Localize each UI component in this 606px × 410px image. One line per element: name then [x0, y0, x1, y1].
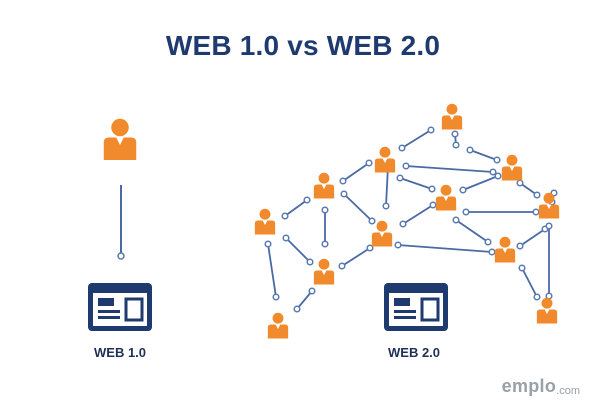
connection-node: [365, 159, 373, 167]
user-icon: [435, 184, 457, 211]
user-icon: [371, 220, 393, 247]
connection-line: [397, 244, 493, 253]
connection-node: [396, 174, 404, 182]
connection-node: [545, 222, 553, 230]
connection-node: [308, 287, 316, 295]
user-icon: [103, 118, 137, 160]
connection-node: [293, 305, 301, 313]
connection-node: [272, 293, 280, 301]
connection-nodes: [117, 126, 558, 313]
connection-node: [321, 240, 329, 248]
brand-suffix: .com: [556, 385, 580, 397]
connection-line: [521, 267, 538, 298]
connection-line: [284, 199, 308, 217]
connection-node: [339, 177, 347, 185]
connection-node: [282, 234, 290, 242]
web2-caption: WEB 2.0: [388, 345, 441, 360]
connection-node: [462, 208, 470, 216]
connection-node: [281, 212, 289, 220]
connection-line: [267, 243, 277, 298]
connection-node: [489, 168, 497, 176]
brand-logo: emplo.com: [502, 376, 580, 397]
connection-node: [484, 238, 492, 246]
brand-main: emplo: [501, 376, 557, 396]
connection-node: [493, 156, 501, 164]
connection-node: [382, 202, 390, 210]
connection-node: [306, 258, 314, 266]
connection-node: [399, 220, 407, 228]
connection-line: [343, 193, 373, 222]
web1-caption: WEB 1.0: [94, 345, 147, 360]
connection-line: [342, 162, 370, 182]
connection-node: [516, 179, 524, 187]
connection-line: [341, 247, 371, 267]
connection-node: [518, 264, 526, 272]
connection-node: [466, 146, 474, 154]
connection-node: [340, 190, 348, 198]
connection-node: [488, 248, 496, 256]
connection-node: [368, 217, 376, 225]
connection-node: [428, 185, 436, 193]
connection-node: [451, 130, 459, 138]
user-icon: [538, 192, 560, 219]
connection-node: [452, 216, 460, 224]
user-icon: [374, 146, 396, 173]
user-icon: [313, 258, 335, 285]
connection-line: [462, 175, 499, 191]
connection-line: [385, 165, 389, 207]
connection-node: [264, 240, 272, 248]
connection-line: [402, 204, 434, 225]
connection-line: [399, 177, 433, 190]
connection-line: [455, 219, 489, 243]
connection-line: [519, 228, 546, 247]
connection-node: [452, 141, 460, 149]
connection-line: [401, 129, 432, 149]
connection-node: [532, 208, 540, 216]
connection-node: [533, 293, 541, 301]
people: [103, 103, 560, 339]
diagram-title: WEB 1.0 vs WEB 2.0: [165, 30, 441, 61]
user-icon: [254, 208, 276, 235]
connection-node: [338, 262, 346, 270]
webpage-icon: [384, 283, 448, 331]
connection-node: [394, 241, 402, 249]
connection-node: [427, 126, 435, 134]
user-icon: [441, 103, 463, 130]
connection-node: [494, 172, 502, 180]
connection-node: [303, 196, 311, 204]
user-icon: [536, 297, 558, 324]
connection-node: [117, 252, 125, 260]
connection-line: [469, 149, 498, 161]
user-icon: [501, 154, 523, 181]
connection-node: [516, 242, 524, 250]
connection-node: [321, 206, 329, 214]
connection-node: [459, 186, 467, 194]
connection-node: [366, 244, 374, 252]
connection-node: [398, 144, 406, 152]
connection-node: [402, 162, 410, 170]
connection-line: [296, 290, 313, 310]
connection-node: [533, 191, 541, 199]
user-icon: [267, 312, 289, 339]
connection-node: [429, 201, 437, 209]
user-icon: [494, 236, 516, 263]
connection-line: [285, 237, 311, 263]
connections: [120, 129, 555, 310]
user-icon: [313, 172, 335, 199]
connection-line: [405, 165, 494, 173]
webpage-icon: [88, 283, 152, 331]
